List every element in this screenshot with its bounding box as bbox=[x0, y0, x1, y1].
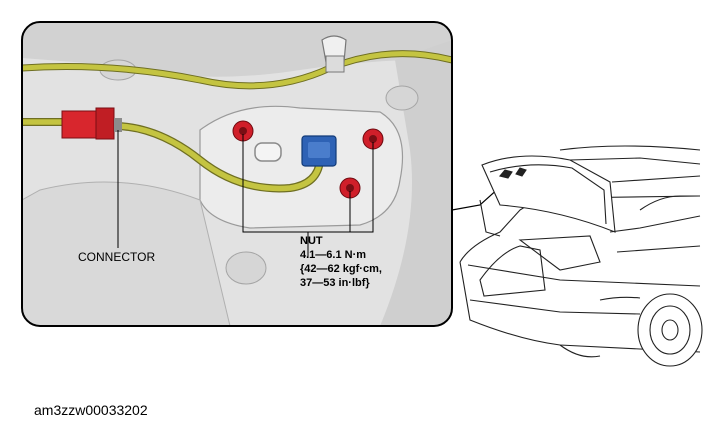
nut-label: NUT bbox=[300, 235, 323, 247]
detail-frame bbox=[21, 21, 453, 327]
nut-right-lower bbox=[339, 177, 361, 199]
connector-latch bbox=[95, 107, 115, 140]
harness-upper bbox=[22, 51, 452, 89]
vehicle-illustration bbox=[459, 145, 703, 367]
torque-inlbf: 37—53 in·lbf} bbox=[300, 277, 370, 289]
retainer-clip-face bbox=[308, 142, 330, 158]
panel-hole-lower bbox=[225, 251, 267, 285]
panel-hole-upper-right bbox=[385, 85, 419, 111]
panel-recess bbox=[199, 105, 404, 229]
nut-leader bbox=[242, 134, 374, 258]
harness-lower bbox=[22, 119, 323, 192]
harness-clamp bbox=[325, 55, 345, 73]
torque-nm: 4.1—6.1 N·m bbox=[300, 249, 367, 261]
torque-kgfcm: {42—62 kgf·cm, bbox=[300, 263, 382, 275]
nut-torque-callout: NUT 4.1—6.1 N·m {42—62 kgf·cm, 37—53 in·… bbox=[300, 234, 382, 290]
panel-right-flange bbox=[380, 40, 452, 326]
figure-id: am3zzw00033202 bbox=[34, 402, 148, 418]
panel-slot bbox=[254, 142, 282, 162]
panel-lower-lobe bbox=[22, 181, 231, 326]
connector-boot bbox=[114, 118, 122, 132]
connector-label: CONNECTOR bbox=[78, 250, 156, 264]
detail-view bbox=[21, 21, 453, 327]
